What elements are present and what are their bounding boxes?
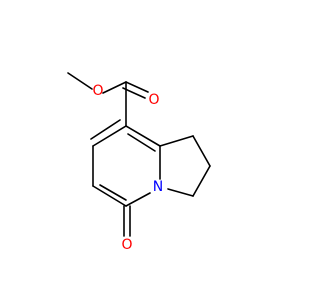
pyrrolidine-bond-c1-c2 [192,135,211,167]
methyl-bond [67,72,93,90]
pyrrolidine-bond-c8a-c1 [159,135,194,147]
carbonyl-oxygen-label: O [148,92,159,108]
pyrrolidine-bond-c2-c3 [192,165,211,197]
molecule-canvas: O O N O [67,72,211,253]
ring-bond-c6-c5-double [99,184,127,201]
ring-bond-c8a-c8-double [127,133,156,152]
ring-bond-c5-n [125,192,151,207]
ring-bond-c8-c7 [92,125,127,147]
ring-bond-c6-c5 [92,185,127,207]
ketone-oxygen-label: O [121,237,132,253]
ring-nitrogen-label: N [153,179,163,195]
ring-bond-c8a-c8 [125,125,161,147]
pyrrolidine-bond-c3-n [167,188,194,197]
ring-bond-c8-c7-double [90,119,121,140]
ester-oxygen-label: O [92,83,103,99]
carbonyl-bond [125,81,149,93]
ester-o-c-bond [102,81,127,94]
molecule-structure: O O N O [67,72,211,253]
